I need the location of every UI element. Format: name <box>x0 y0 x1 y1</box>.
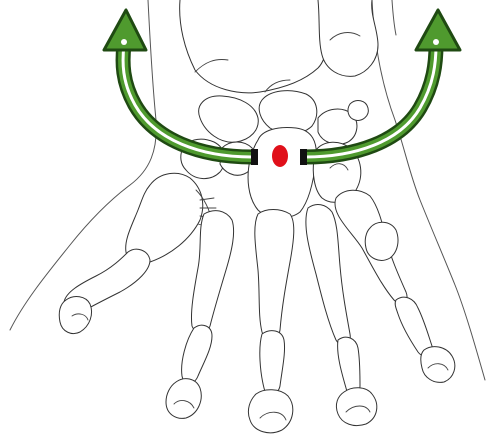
radius-distal-end <box>180 0 329 93</box>
middle-distal-phalanx <box>248 390 292 433</box>
ulna-distal-end <box>318 0 378 76</box>
middle-metacarpal <box>255 210 294 341</box>
forearm-bones <box>180 0 378 93</box>
left-anchor-bar <box>251 149 258 165</box>
right-anchor-bar <box>300 149 307 165</box>
capitate <box>248 128 316 218</box>
index-distal-phalanx <box>166 379 201 419</box>
index-proximal-phalanx <box>182 325 212 383</box>
scaphoid <box>199 96 259 142</box>
index-metacarpal <box>191 211 233 334</box>
pisiform <box>348 101 368 121</box>
middle-proximal-phalanx <box>260 331 285 395</box>
little-proximal-phalanx <box>365 222 398 260</box>
little-distal-phalanx <box>421 347 455 383</box>
thumb-distal-phalanx <box>59 297 91 334</box>
ring-metacarpal <box>306 205 350 346</box>
little-middle-phalanx <box>395 297 432 356</box>
red-dot-marker-icon <box>272 145 288 167</box>
ring-proximal-phalanx <box>338 337 360 394</box>
middle-finger-bones <box>248 210 293 433</box>
